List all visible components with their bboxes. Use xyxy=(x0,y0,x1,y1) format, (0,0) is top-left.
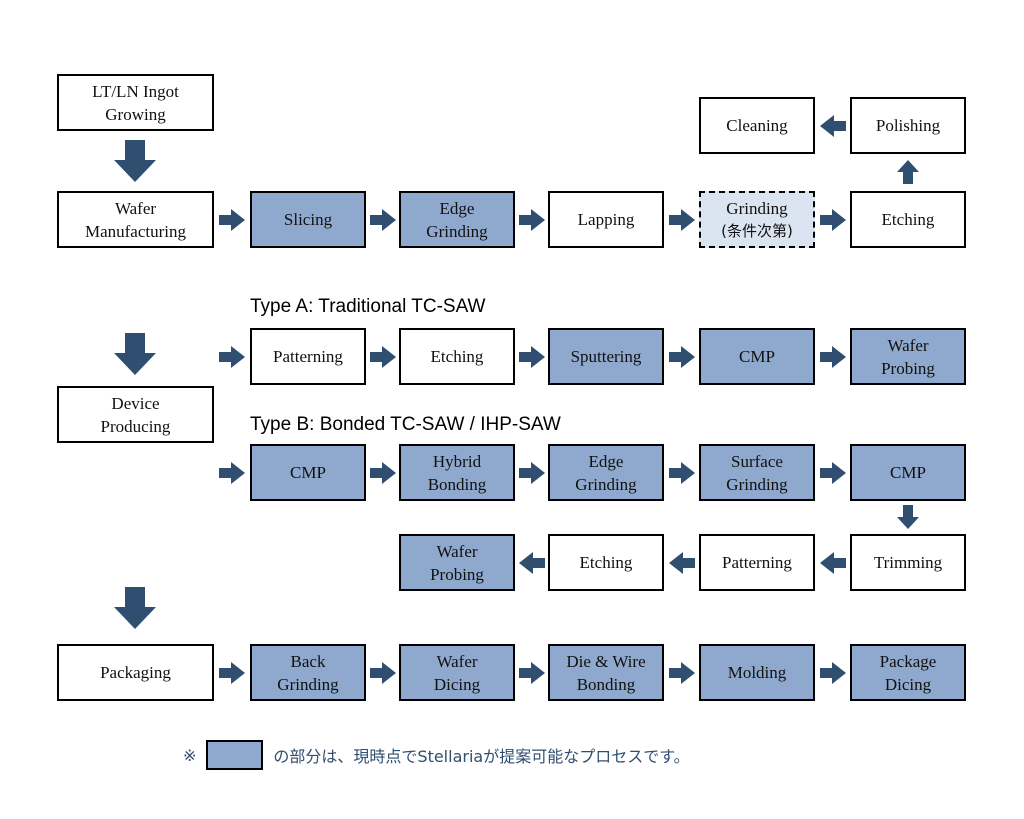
type-b-heading: Type B: Bonded TC-SAW / IHP-SAW xyxy=(250,414,561,435)
arrow-right-icon xyxy=(669,209,695,231)
grinding-condition-note: (条件次第) xyxy=(721,221,793,240)
arrow-right-icon xyxy=(219,346,245,368)
process-box-wafer-dicing: Wafer Dicing xyxy=(399,644,515,701)
process-box-a-sputtering: Sputtering xyxy=(548,328,664,385)
legend-text: の部分は、現時点でStellariaが提案可能なプロセスです。 xyxy=(273,747,690,766)
arrow-left-icon xyxy=(820,552,846,574)
arrow-left-icon xyxy=(519,552,545,574)
reference-mark: ※ xyxy=(183,745,197,765)
process-box-a-etching: Etching xyxy=(399,328,515,385)
process-box-cleaning: Cleaning xyxy=(699,97,815,154)
arrow-down-large-icon xyxy=(114,587,156,629)
type-a-heading: Type A: Traditional TC-SAW xyxy=(250,296,486,317)
process-box-a-wafer-probing: Wafer Probing xyxy=(850,328,966,385)
grinding-label: Grinding xyxy=(726,198,788,218)
process-box-lapping: Lapping xyxy=(548,191,664,248)
process-box-back-grinding: Back Grinding xyxy=(250,644,366,701)
process-box-b-trimming: Trimming xyxy=(850,534,966,591)
process-box-b-edge-grinding: Edge Grinding xyxy=(548,444,664,501)
process-box-a-cmp: CMP xyxy=(699,328,815,385)
arrow-right-icon xyxy=(519,662,545,684)
process-box-device-producing: Device Producing xyxy=(57,386,214,443)
process-box-b-patterning: Patterning xyxy=(699,534,815,591)
arrow-right-icon xyxy=(370,209,396,231)
process-box-b-surface-grinding: Surface Grinding xyxy=(699,444,815,501)
arrow-down-large-icon xyxy=(114,333,156,375)
process-box-slicing: Slicing xyxy=(250,191,366,248)
legend-swatch xyxy=(206,740,264,770)
arrow-right-icon xyxy=(820,662,846,684)
arrow-right-icon xyxy=(219,662,245,684)
process-box-package-dicing: Package Dicing xyxy=(850,644,966,701)
arrow-right-icon xyxy=(519,346,545,368)
arrow-right-icon xyxy=(519,209,545,231)
process-box-polishing: Polishing xyxy=(850,97,966,154)
arrow-left-icon xyxy=(820,115,846,137)
arrow-right-icon xyxy=(519,462,545,484)
process-box-b-etching: Etching xyxy=(548,534,664,591)
arrow-up-icon xyxy=(897,160,919,184)
arrow-right-icon xyxy=(219,462,245,484)
process-box-etching: Etching xyxy=(850,191,966,248)
arrow-right-icon xyxy=(370,462,396,484)
arrow-right-icon xyxy=(669,662,695,684)
process-box-grinding-conditional: Grinding (条件次第) xyxy=(699,191,815,248)
legend-note: ※ の部分は、現時点でStellariaが提案可能なプロセスです。 xyxy=(183,738,690,772)
process-box-molding: Molding xyxy=(699,644,815,701)
arrow-right-icon xyxy=(820,209,846,231)
process-box-packaging: Packaging xyxy=(57,644,214,701)
arrow-right-icon xyxy=(370,346,396,368)
arrow-down-large-icon xyxy=(114,140,156,182)
process-box-wafer-manufacturing: Wafer Manufacturing xyxy=(57,191,214,248)
arrow-right-icon xyxy=(669,462,695,484)
arrow-left-icon xyxy=(669,552,695,574)
process-box-edge-grinding: Edge Grinding xyxy=(399,191,515,248)
process-box-a-patterning: Patterning xyxy=(250,328,366,385)
process-box-b-cmp-1: CMP xyxy=(250,444,366,501)
process-box-ingot-growing: LT/LN Ingot Growing xyxy=(57,74,214,131)
arrow-right-icon xyxy=(370,662,396,684)
arrow-down-icon xyxy=(897,505,919,529)
arrow-right-icon xyxy=(820,346,846,368)
process-box-b-hybrid-bonding: Hybrid Bonding xyxy=(399,444,515,501)
arrow-right-icon xyxy=(219,209,245,231)
process-box-b-wafer-probing: Wafer Probing xyxy=(399,534,515,591)
arrow-right-icon xyxy=(820,462,846,484)
process-box-die-wire-bonding: Die & Wire Bonding xyxy=(548,644,664,701)
process-box-b-cmp-2: CMP xyxy=(850,444,966,501)
arrow-right-icon xyxy=(669,346,695,368)
